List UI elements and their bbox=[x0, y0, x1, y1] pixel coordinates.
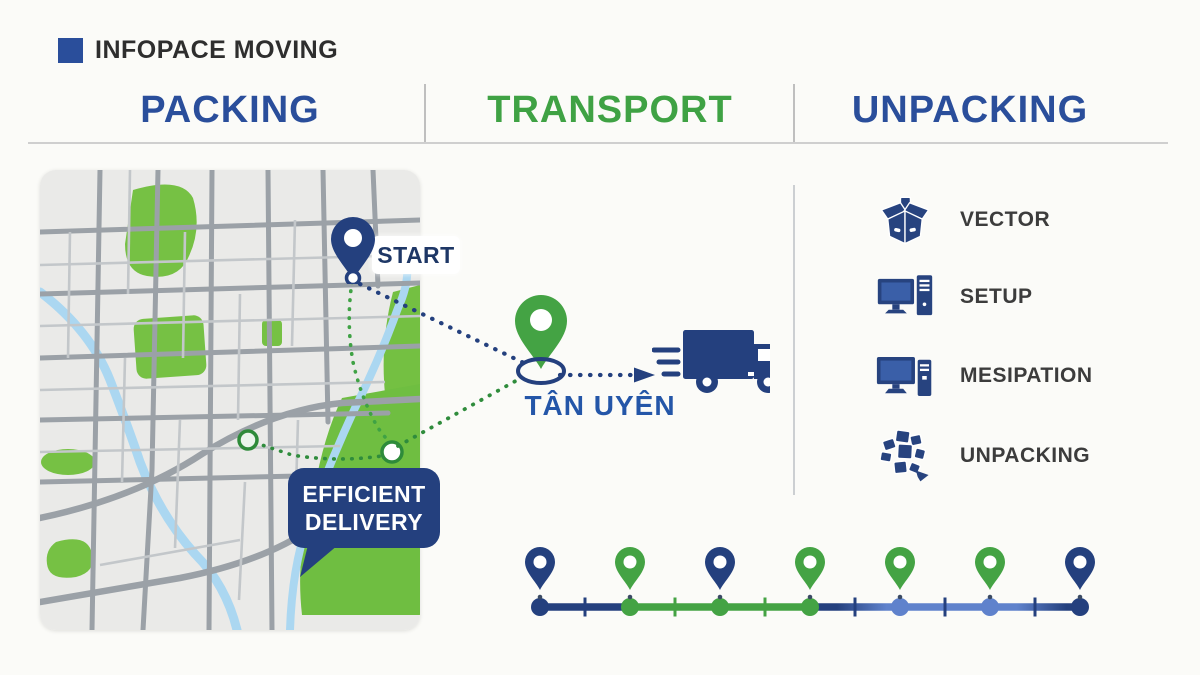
service-row-unpacking: UNPACKING bbox=[876, 426, 1176, 486]
column-divider bbox=[793, 185, 795, 495]
service-row-mesipation: MESIPATION bbox=[876, 346, 1176, 406]
efficient-delivery-badge: EFFICIENT DELIVERY bbox=[288, 468, 440, 548]
route-waypoint bbox=[380, 440, 404, 464]
service-label: VECTOR bbox=[960, 208, 1051, 231]
start-label: START bbox=[372, 236, 460, 274]
service-label: SETUP bbox=[960, 285, 1033, 308]
delivery-truck-icon bbox=[652, 330, 770, 393]
column-header-unpacking: UNPACKING bbox=[851, 88, 1089, 131]
column-header-packing: PACKING bbox=[140, 88, 320, 131]
start-map-pin-icon bbox=[331, 217, 375, 284]
badge-line1: EFFICIENT bbox=[302, 480, 426, 507]
unpacked-boxes-icon bbox=[876, 427, 934, 485]
delivery-timeline bbox=[525, 547, 1095, 617]
column-header-transport: TRANSPORT bbox=[487, 88, 733, 131]
badge-line2: DELIVERY bbox=[304, 509, 424, 535]
header-underline bbox=[28, 142, 1168, 144]
route-layer bbox=[237, 280, 404, 464]
route-waypoint bbox=[237, 429, 259, 451]
open-box-icon bbox=[876, 191, 934, 249]
brand-logo-icon bbox=[58, 38, 83, 63]
computer-setup-icon bbox=[876, 268, 934, 326]
service-label: MESIPATION bbox=[960, 364, 1093, 387]
service-row-vector: VECTOR bbox=[876, 190, 1176, 250]
destination-label: TÂN UYÊN bbox=[524, 390, 676, 421]
destination-map-pin-icon bbox=[515, 295, 567, 369]
header-divider-left bbox=[424, 84, 426, 142]
brand-name: INFOPACE MOVING bbox=[95, 36, 339, 64]
brand-logo: INFOPACE MOVING bbox=[58, 36, 338, 65]
service-row-setup: SETUP bbox=[876, 267, 1176, 327]
service-label: UNPACKING bbox=[960, 444, 1091, 467]
computer-workstation-icon bbox=[876, 347, 934, 405]
header-divider-right bbox=[793, 84, 795, 142]
badge-tail bbox=[300, 545, 338, 577]
